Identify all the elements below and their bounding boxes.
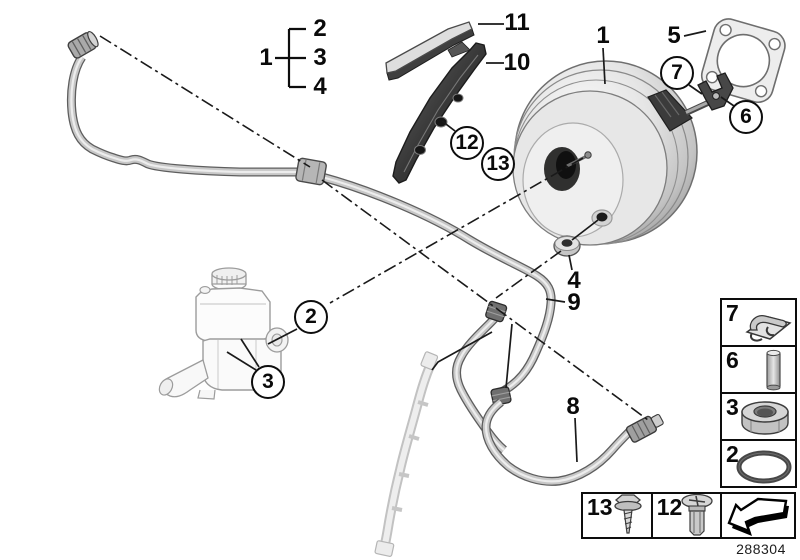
legend-label-2: 2 xyxy=(726,441,739,467)
callout-pipe-9[interactable]: 9 xyxy=(567,289,581,316)
pipe-sleeve-drawing xyxy=(295,157,327,186)
callout-trim-strip-11[interactable]: 11 xyxy=(504,9,530,36)
vacuum-pipe-drawing xyxy=(66,30,299,177)
callout-circle-13[interactable]: 13 xyxy=(481,147,515,181)
callout-group1-item-3[interactable]: 3 xyxy=(313,44,327,71)
banjo-fitting-drawing xyxy=(67,30,99,59)
gasket-drawing xyxy=(700,18,786,104)
legend-cell-clip[interactable]: 7 xyxy=(722,300,795,347)
trim-strip-drawing xyxy=(385,21,475,81)
callout-pipe-8[interactable]: 8 xyxy=(566,393,580,420)
part-number: 288304 xyxy=(736,541,786,557)
legend-column: 7 6 3 xyxy=(720,298,797,488)
callout-grommet-4[interactable]: 4 xyxy=(567,267,581,294)
callout-gasket-5[interactable]: 5 xyxy=(667,22,681,49)
callout-group1-item-2[interactable]: 2 xyxy=(313,15,327,42)
legend-label-6: 6 xyxy=(726,347,739,373)
hex-nut-icon xyxy=(741,401,789,435)
leader-lines xyxy=(226,23,735,463)
dash-dot-lines xyxy=(99,35,649,421)
callout-bracket-lines xyxy=(275,27,306,89)
legend-row: 13 12 xyxy=(581,492,796,539)
legend-cell-screw[interactable]: 13 xyxy=(583,494,653,537)
legend-label-13: 13 xyxy=(587,494,613,520)
legend-cell-nut[interactable]: 3 xyxy=(722,394,795,441)
pipe-8-drawing xyxy=(452,300,664,486)
callout-booster-1[interactable]: 1 xyxy=(596,22,610,49)
clevis-pin-icon xyxy=(766,349,781,391)
wiring-harness-ghost-drawing xyxy=(374,351,439,557)
legend-label-12: 12 xyxy=(656,494,683,520)
legend-cell-oring[interactable]: 2 xyxy=(722,441,795,486)
callout-circle-2[interactable]: 2 xyxy=(294,300,328,334)
expanding-rivet-icon xyxy=(681,493,714,536)
trim-panel-drawing xyxy=(392,41,487,184)
callout-group1-item-4[interactable]: 4 xyxy=(313,73,327,100)
pushrod-fork-drawing xyxy=(647,72,734,132)
legend-cell-rivet[interactable]: 12 xyxy=(653,493,723,537)
legend-cell-direction[interactable] xyxy=(722,494,794,537)
master-cylinder-drawing xyxy=(158,267,289,400)
legend-cell-pin[interactable]: 6 xyxy=(722,347,795,394)
pipe-8-fitting-drawing xyxy=(625,413,664,443)
spring-clip-icon xyxy=(745,315,792,342)
callout-circle-6[interactable]: 6 xyxy=(729,100,763,134)
callout-circle-12[interactable]: 12 xyxy=(450,126,484,160)
legend-label-7: 7 xyxy=(726,300,739,326)
direction-arrow-icon xyxy=(727,497,789,536)
legend-label-3: 3 xyxy=(726,394,739,420)
callout-group1-parent[interactable]: 1 xyxy=(259,44,273,71)
brake-booster-drawing xyxy=(512,60,698,246)
pipe-9-drawing xyxy=(295,157,556,406)
callout-circle-3[interactable]: 3 xyxy=(251,365,285,399)
o-ring-icon xyxy=(736,450,792,484)
self-tapping-screw-icon xyxy=(614,494,642,534)
callout-circle-7[interactable]: 7 xyxy=(660,56,694,90)
callout-trim-panel-10[interactable]: 10 xyxy=(503,49,531,76)
